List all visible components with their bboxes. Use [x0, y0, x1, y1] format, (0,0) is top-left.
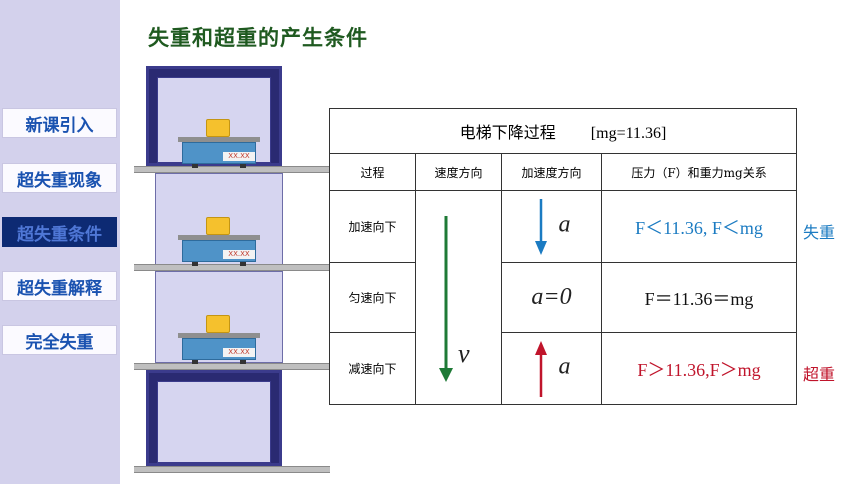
- acceleration-symbol: a: [558, 211, 571, 237]
- relation-cell: F＝11.36＝mg: [600, 262, 798, 333]
- scale-with-weight: XX.XX: [178, 119, 260, 177]
- relation-cell: F＞11.36,F＞mg: [600, 332, 798, 405]
- scale-display: XX.XX: [223, 250, 255, 259]
- column-header: 速度方向: [415, 153, 502, 191]
- process-cell: 加速向下: [329, 190, 416, 263]
- table-title: 电梯下降过程 [mg=11.36]: [328, 108, 798, 154]
- process-cell: 匀速向下: [329, 262, 416, 333]
- floor-divider: [134, 166, 330, 173]
- weight-block: [206, 217, 230, 235]
- floor-divider: [134, 264, 330, 271]
- arrow-up-icon: [534, 340, 547, 397]
- nav-item-label: 完全失重: [25, 332, 94, 353]
- arrow-down-icon: [534, 198, 547, 255]
- table-row: 减速向下 a F＞11.36,F＞mg: [329, 332, 798, 405]
- nav-item-label: 新课引入: [25, 115, 94, 136]
- column-header: 过程: [329, 153, 416, 191]
- scale-with-weight: XX.XX: [178, 217, 260, 275]
- process-cell: 减速向下: [329, 332, 416, 405]
- elevator-table: 电梯下降过程 [mg=11.36] 过程 速度方向 加速度方向 压力（F）和重力…: [328, 108, 798, 405]
- elevator-cabin-bottom: [146, 370, 282, 466]
- overweight-label: 超重: [803, 365, 836, 384]
- column-header: 压力（F）和重力mg关系: [600, 153, 798, 191]
- nav-item-explanation[interactable]: 超失重解释: [2, 271, 117, 301]
- nav-item-conditions[interactable]: 超失重条件: [2, 217, 117, 247]
- acceleration-cell: a=0: [501, 262, 602, 333]
- scale-display: XX.XX: [223, 152, 255, 161]
- column-header: 加速度方向: [501, 153, 602, 191]
- weight-block: [206, 119, 230, 137]
- velocity-arrow-icon: [439, 215, 453, 382]
- acceleration-symbol: a: [558, 353, 571, 379]
- mg-note: [mg=11.36]: [590, 125, 667, 142]
- acceleration-cell: a: [501, 190, 602, 263]
- scale-with-weight: XX.XX: [178, 315, 260, 373]
- table-title-text: 电梯下降过程: [459, 123, 556, 142]
- relation-cell: F＜11.36, F＜mg: [600, 190, 798, 263]
- nav-item-label: 超失重现象: [17, 170, 102, 191]
- table-row: 匀速向下 a=0 F＝11.36＝mg: [329, 262, 798, 333]
- nav-item-label: 超失重解释: [17, 278, 102, 299]
- scale-display: XX.XX: [223, 348, 255, 357]
- table-row: 加速向下 v a F＜11.36, F＜mg: [329, 190, 798, 405]
- acceleration-symbol: a=0: [531, 284, 572, 310]
- floor-divider: [134, 363, 330, 370]
- velocity-cell: v: [415, 190, 502, 405]
- weight-block: [206, 315, 230, 333]
- page-title: 失重和超重的产生条件: [148, 26, 368, 50]
- weightless-label: 失重: [803, 223, 836, 242]
- velocity-symbol: v: [458, 339, 470, 368]
- nav-item-label: 超失重条件: [17, 224, 102, 245]
- floor-divider: [134, 466, 330, 473]
- nav-item-phenomenon[interactable]: 超失重现象: [2, 163, 117, 193]
- acceleration-cell: a: [501, 332, 602, 405]
- nav-item-new-lesson[interactable]: 新课引入: [2, 108, 117, 138]
- nav-item-complete-weightlessness[interactable]: 完全失重: [2, 325, 117, 355]
